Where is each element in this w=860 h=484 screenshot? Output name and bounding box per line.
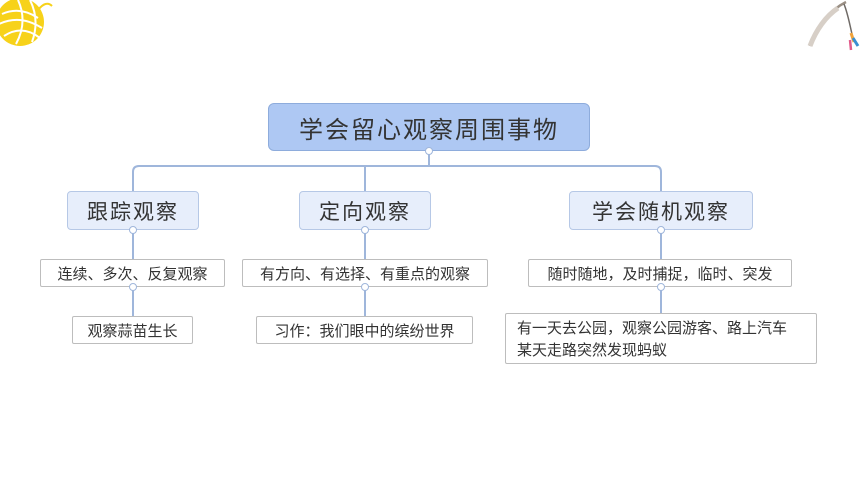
- branch-node-random-observation[interactable]: 学会随机观察: [569, 191, 753, 230]
- collapse-handle-leaf-1-1[interactable]: [129, 283, 137, 291]
- collapse-handle-leaf-2-1[interactable]: [361, 283, 369, 291]
- collapse-handle-branch-2[interactable]: [361, 226, 369, 234]
- leaf-node-2-1[interactable]: 有方向、有选择、有重点的观察: [242, 259, 488, 287]
- root-node[interactable]: 学会留心观察周围事物: [268, 103, 590, 151]
- leaf-node-3-2-line-1: 有一天去公园，观察公园游客、路上汽车: [517, 318, 788, 337]
- yarn-ball-icon: [0, 0, 53, 46]
- collapse-handle-branch-1[interactable]: [129, 226, 137, 234]
- collapse-handle-leaf-3-1[interactable]: [657, 283, 665, 291]
- leaf-node-3-2-line-2: 某天走路突然发现蚂蚁: [517, 340, 668, 359]
- leaf-node-2-2[interactable]: 习作：我们眼中的缤纷世界: [256, 316, 473, 344]
- connector-branch-bus: [132, 165, 662, 191]
- branch-node-tracking-observation[interactable]: 跟踪观察: [67, 191, 199, 230]
- leaf-node-1-2[interactable]: 观察蒜苗生长: [72, 316, 193, 344]
- collapse-handle-branch-3[interactable]: [657, 226, 665, 234]
- leaf-node-1-1[interactable]: 连续、多次、反复观察: [40, 259, 225, 287]
- leaf-node-3-2[interactable]: 有一天去公园，观察公园游客、路上汽车 某天走路突然发现蚂蚁: [505, 313, 817, 364]
- leaf-node-3-1[interactable]: 随时随地，及时捕捉，临时、突发: [528, 259, 792, 287]
- collapse-handle-root[interactable]: [425, 147, 433, 155]
- feather-pen-icon: [807, 0, 860, 51]
- branch-node-directed-observation[interactable]: 定向观察: [299, 191, 431, 230]
